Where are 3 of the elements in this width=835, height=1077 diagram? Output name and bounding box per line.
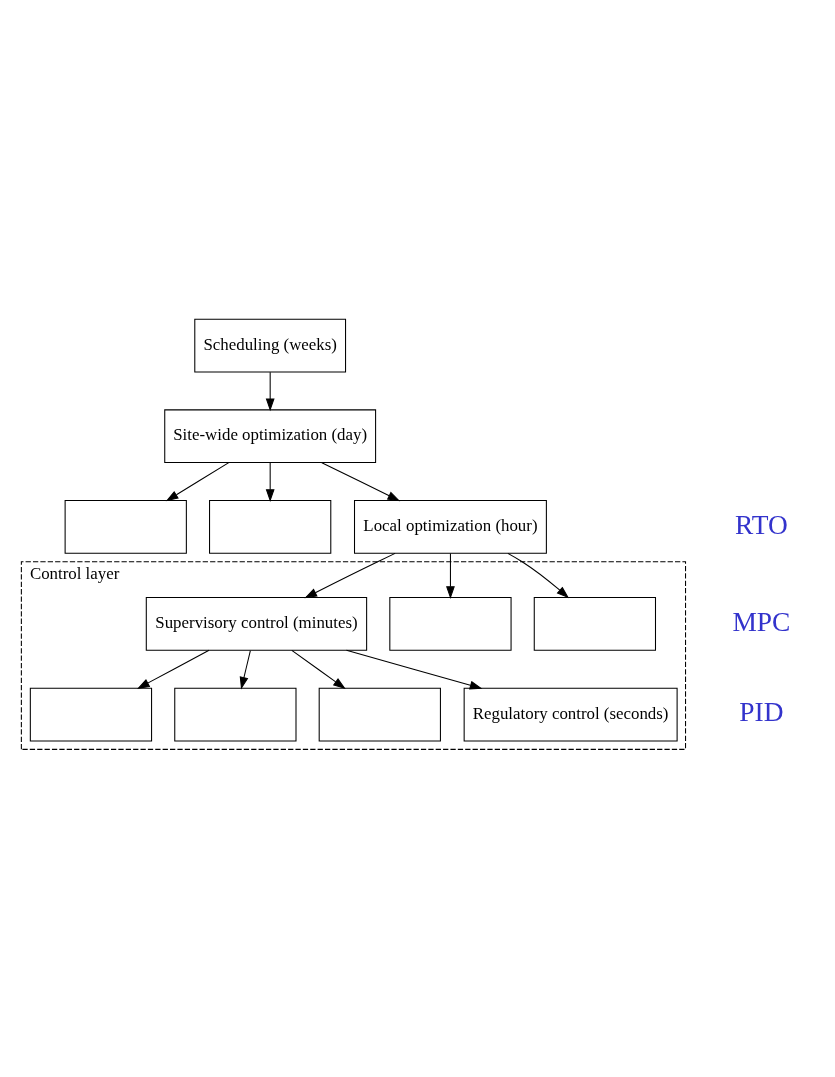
label: MPC — [732, 606, 791, 637]
label: RTO — [735, 509, 788, 540]
label: PID — [739, 697, 784, 728]
